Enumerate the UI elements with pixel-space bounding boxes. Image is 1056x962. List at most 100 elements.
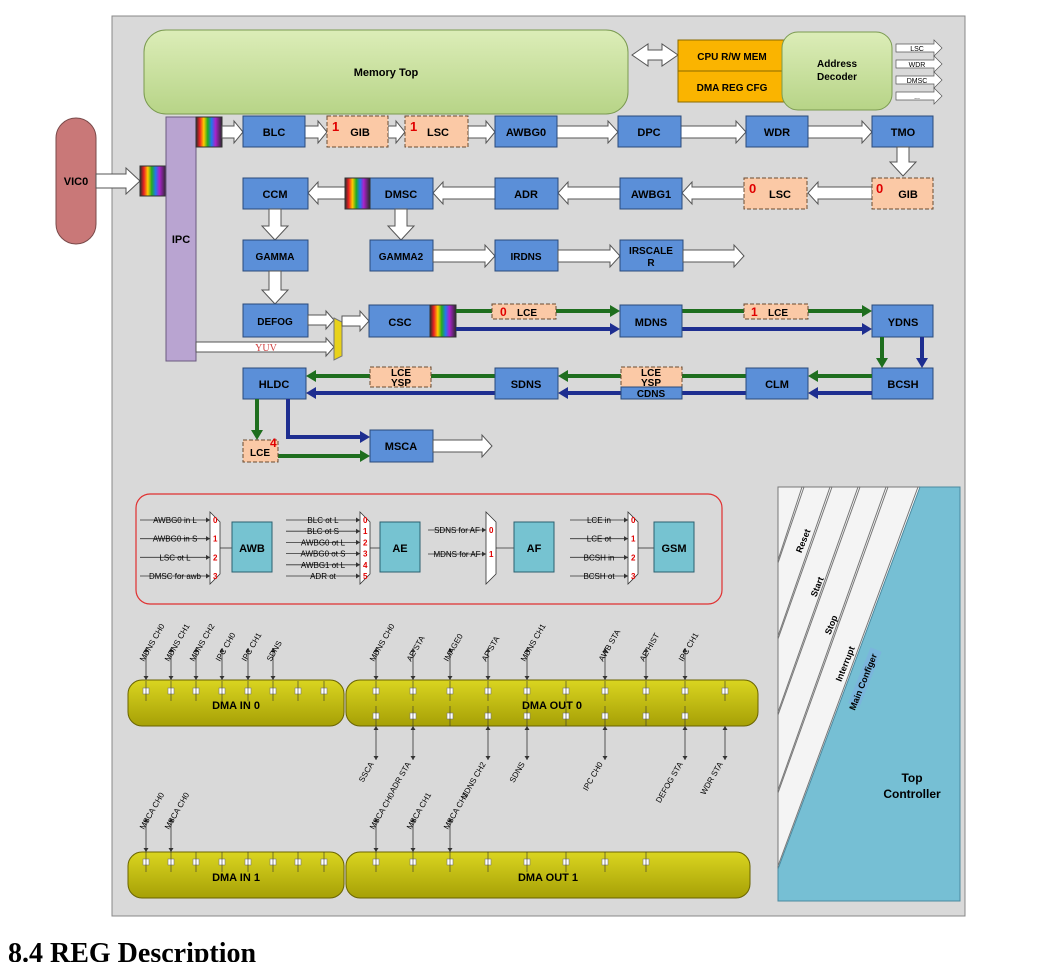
lsc-block: [404, 115, 469, 148]
statistics-group: [135, 493, 723, 605]
csc-label: CSC: [388, 317, 411, 329]
ae-input-label: AWBG0 ot L: [301, 538, 346, 547]
lce-ysp-left-label-2: YSP: [391, 378, 411, 389]
lsc-label: LSC: [427, 127, 449, 139]
ae-input-label: BLC ot L: [307, 516, 339, 525]
awb-input-index: 2: [213, 553, 218, 562]
clm-block: [745, 367, 809, 400]
gib-mid-block: [871, 177, 934, 210]
ae-input-index: 5: [363, 572, 368, 581]
dma-out-0-signal-bottom-arrowhead: [524, 756, 530, 760]
ae-block: [379, 521, 421, 573]
irdns-block: [494, 239, 559, 272]
row5-buses: [306, 370, 872, 399]
lsc-index: 1: [410, 119, 417, 134]
gsm-input-index: 1: [631, 535, 636, 544]
awbg0-label: AWBG0: [506, 127, 546, 139]
decoder-output-arrows: [895, 39, 943, 105]
tmo-block: [871, 115, 934, 148]
defog-block: [242, 303, 309, 338]
gsm-input-arrowhead: [624, 536, 628, 542]
ae-input-index: 2: [363, 538, 368, 547]
dma-in-0-signal-arrowhead: [219, 648, 225, 652]
hldc-label: HLDC: [259, 379, 290, 391]
yuv-label: YUV: [255, 343, 277, 354]
irscaler-block: [619, 239, 684, 272]
dma-out-0-signal-bottom-arrowhead: [682, 756, 688, 760]
awb-input-index: 3: [213, 572, 218, 581]
dma-in-1-signal-arrowhead: [143, 818, 149, 822]
sdns-label: SDNS: [511, 379, 542, 391]
wdr-label: WDR: [764, 127, 790, 139]
awbg0-block: [494, 115, 558, 148]
decoder-output-lsc: LSC: [910, 46, 924, 53]
dma-out-0-signal-bottom-arrowhead: [722, 756, 728, 760]
af-label: AF: [527, 543, 542, 555]
bcsh-label: BCSH: [887, 379, 918, 391]
dma-in-0-signal-arrowhead: [270, 676, 276, 680]
mdns-block: [619, 304, 683, 338]
gsm-input-label: LCE in: [587, 516, 611, 525]
wdr-block: [745, 115, 809, 148]
dma-in-0-signal-arrowhead: [245, 676, 251, 680]
lce-c-index: 4: [270, 436, 277, 450]
dma-in-0-signal-arrowhead: [143, 648, 149, 652]
dma-out-0-signal-bottom-arrowhead: [682, 726, 688, 730]
ae-input-arrowhead: [356, 573, 360, 579]
dma-out-0-signal-bottom-arrowhead: [602, 726, 608, 730]
af-input-index: 0: [489, 526, 494, 535]
dma-in-0-label: DMA IN 0: [212, 700, 260, 712]
mux-to-csc-arrow: [341, 309, 370, 333]
lsc-mid-index: 0: [749, 181, 756, 196]
ae-input-index: 1: [363, 527, 368, 536]
lce-ysp-mid-label-2: YSP: [641, 378, 661, 389]
clm-label: CLM: [765, 379, 789, 391]
dma-in-1-signal-arrowhead: [143, 848, 149, 852]
blc-block: [242, 115, 306, 148]
lce-a-label: LCE: [517, 308, 537, 319]
ccm-down-arrow: [260, 208, 290, 241]
dpc-block: [617, 115, 682, 148]
dma-reg-cfg-label: DMA REG CFG: [697, 83, 768, 94]
ae-input-arrowhead: [356, 517, 360, 523]
gamma2-to-irdns-arrow: [432, 243, 496, 269]
dma-out-0-signal-top-arrowhead: [643, 648, 649, 652]
lce-b-index: 1: [751, 305, 758, 319]
ae-input-index: 3: [363, 550, 368, 559]
lce-c-block: [242, 439, 279, 463]
dma-in-1-label: DMA IN 1: [212, 872, 260, 884]
memory-top-label: Memory Top: [354, 67, 419, 79]
awb-input-label: DMSC for awb: [149, 572, 202, 581]
cdns-label: CDNS: [637, 389, 666, 400]
gsm-input-index: 3: [631, 572, 636, 581]
gsm-input-mux: [627, 511, 639, 585]
gsm-input-arrowhead: [624, 554, 628, 560]
main-configer-badge: [848, 647, 882, 708]
dma-out-0-signal-bottom-arrowhead: [410, 726, 416, 730]
awb-input-label: AWBG0 in L: [153, 516, 197, 525]
gsm-label: GSM: [661, 543, 686, 555]
awb-input-index: 1: [213, 535, 218, 544]
defog-label: DEFOG: [257, 317, 293, 328]
vic0-bus: [139, 165, 167, 197]
dma-out-0-signal-top-arrowhead: [682, 648, 688, 652]
gsm-input-label: LCE ot: [587, 535, 612, 544]
msca-out-arrow: [432, 433, 493, 459]
adr-label: ADR: [514, 189, 538, 201]
dma-in-0-signal-arrowhead: [168, 676, 174, 680]
address-decoder-block: [781, 31, 893, 111]
top-controller-group: [777, 486, 961, 902]
dma-in-1-signal-arrowhead: [168, 818, 174, 822]
dma-in-0-signal-arrowhead: [168, 648, 174, 652]
tmo-label: TMO: [891, 127, 916, 139]
row6-buses: [251, 399, 370, 462]
irscaler-label-1: IRSCALE: [629, 246, 673, 257]
ipc-block: [165, 116, 197, 362]
top-controller-label-2: Controller: [883, 787, 941, 801]
dma-out-0-signal-bottom-arrowhead: [410, 756, 416, 760]
dma-out-0-signal-top-arrowhead: [373, 648, 379, 652]
address-decoder-label-1: Address: [817, 59, 857, 70]
dma-reg-cfg-block: [677, 70, 787, 103]
